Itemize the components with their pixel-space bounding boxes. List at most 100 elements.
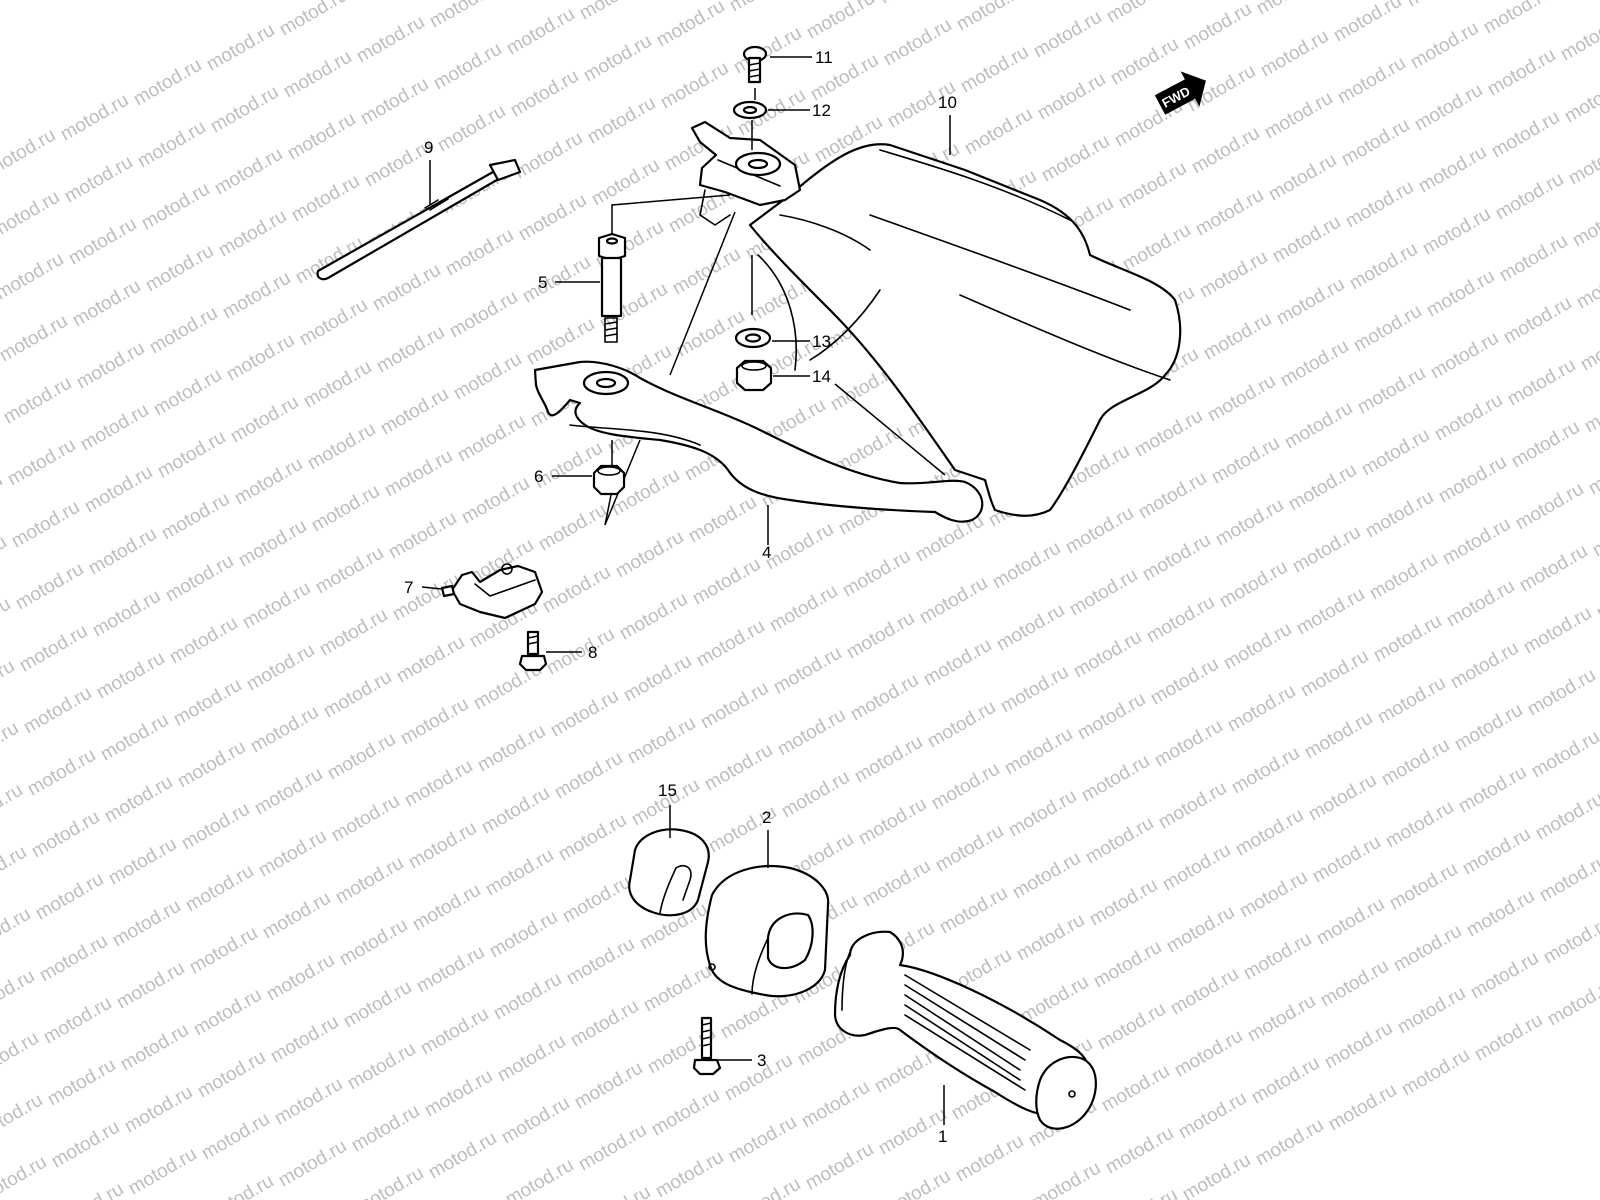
nut-14 bbox=[735, 359, 773, 392]
watermark-text: motod.ru bbox=[1139, 530, 1214, 586]
watermark-text: motod.ru bbox=[1528, 727, 1600, 783]
watermark-text: motod.ru bbox=[1431, 390, 1506, 446]
watermark-text: motod.ru bbox=[1175, 1088, 1250, 1144]
watermark-text: motod.ru bbox=[57, 90, 132, 146]
watermark-text: motod.ru bbox=[770, 643, 845, 699]
watermark-text: motod.ru bbox=[515, 190, 590, 246]
watermark-text: motod.ru bbox=[924, 697, 999, 753]
watermark-text: motod.ru bbox=[198, 1109, 273, 1165]
watermark-text: motod.ru bbox=[1086, 875, 1161, 931]
watermark-text: motod.ru bbox=[1500, 293, 1575, 349]
watermark-text: motod.ru bbox=[413, 942, 488, 998]
watermark-text: motod.ru bbox=[989, 538, 1064, 594]
watermark-text: motod.ru bbox=[1423, 266, 1498, 322]
watermark-text: motod.ru bbox=[20, 683, 95, 739]
watermark-text: motod.ru bbox=[32, 869, 107, 925]
watermark-text: motod.ru bbox=[993, 600, 1068, 656]
watermark-text: motod.ru bbox=[454, 411, 529, 467]
watermark-text: motod.ru bbox=[1281, 398, 1356, 454]
watermark-text: motod.ru bbox=[332, 853, 407, 909]
watermark-text: motod.ru bbox=[1074, 689, 1149, 745]
watermark-text: motod.ru bbox=[1265, 150, 1340, 206]
watermark-text: motod.ru bbox=[450, 349, 525, 405]
watermark-text: motod.ru bbox=[401, 756, 476, 812]
watermark-text: motod.ru bbox=[93, 648, 168, 704]
watermark-text: motod.ru bbox=[1252, 1115, 1327, 1171]
watermark-text: motod.ru bbox=[44, 1055, 119, 1111]
watermark-text: motod.ru bbox=[1135, 468, 1210, 524]
watermark-text: motod.ru bbox=[1038, 131, 1113, 187]
watermark-text: motod.ru bbox=[880, 15, 955, 71]
watermark-text: motod.ru bbox=[1366, 549, 1441, 605]
watermark-text: motod.ru bbox=[4, 435, 79, 491]
watermark-text: motod.ru bbox=[612, 527, 687, 583]
watermark-text: motod.ru bbox=[1463, 886, 1538, 942]
watermark-text: motod.ru bbox=[1496, 231, 1571, 287]
watermark-text: motod.ru bbox=[377, 384, 452, 440]
watermark-text: motod.ru bbox=[478, 783, 553, 839]
watermark-text: motod.ru bbox=[1078, 751, 1153, 807]
watermark-text: motod.ru bbox=[1451, 700, 1526, 756]
watermark-text: motod.ru bbox=[1192, 185, 1267, 241]
watermark-text: motod.ru bbox=[1557, 10, 1600, 66]
watermark-text: motod.ru bbox=[1090, 937, 1165, 993]
watermark-text: motod.ru bbox=[48, 1117, 123, 1173]
watermark-text: motod.ru bbox=[1350, 301, 1425, 357]
watermark-text: motod.ru bbox=[1293, 584, 1368, 640]
hand-grip-1 bbox=[833, 930, 1097, 1130]
watermark-text: motod.ru bbox=[1407, 18, 1482, 74]
watermark-text: motod.ru bbox=[657, 58, 732, 114]
watermark-text: motod.ru bbox=[1585, 444, 1600, 500]
watermark-text: motod.ru bbox=[288, 171, 363, 227]
watermark-text: motod.ru bbox=[648, 1085, 723, 1141]
watermark-text: motod.ru bbox=[1398, 1045, 1473, 1101]
watermark-text: motod.ru bbox=[1512, 479, 1587, 535]
watermark-text: motod.ru bbox=[502, 1155, 577, 1200]
watermark-text: motod.ru bbox=[40, 993, 115, 1049]
watermark-text: motod.ru bbox=[879, 1166, 954, 1200]
watermark-text: motod.ru bbox=[624, 713, 699, 769]
watermark-text: motod.ru bbox=[1411, 80, 1486, 136]
watermark-text: motod.ru bbox=[490, 969, 565, 1025]
watermark-text: motod.ru bbox=[1005, 786, 1080, 842]
watermark-text: motod.ru bbox=[920, 635, 995, 691]
watermark-text: motod.ru bbox=[1467, 948, 1542, 1004]
watermark-text: motod.ru bbox=[417, 1004, 492, 1060]
watermark-text: motod.ru bbox=[1094, 999, 1169, 1055]
watermark-text: motod.ru bbox=[1179, 1150, 1254, 1200]
watermark-text: motod.ru bbox=[1435, 452, 1510, 508]
watermark-text: motod.ru bbox=[65, 214, 140, 270]
watermark-text: motod.ru bbox=[563, 934, 638, 990]
watermark-text: motod.ru bbox=[138, 179, 213, 235]
watermark-text: motod.ru bbox=[259, 888, 334, 944]
watermark-text: motod.ru bbox=[1232, 805, 1307, 861]
watermark-text: motod.ru bbox=[1459, 824, 1534, 880]
watermark-text: motod.ru bbox=[101, 772, 176, 828]
watermark-text: motod.ru bbox=[1508, 417, 1583, 473]
watermark-text: motod.ru bbox=[936, 883, 1011, 939]
watermark-text: motod.ru bbox=[729, 1174, 804, 1200]
watermark-text: motod.ru bbox=[0, 904, 34, 960]
watermark-text: motod.ru bbox=[1180, 0, 1255, 54]
watermark-text: motod.ru bbox=[1427, 328, 1502, 384]
watermark-text: motod.ru bbox=[369, 260, 444, 316]
watermark-text: motod.ru bbox=[211, 144, 286, 200]
watermark-text: motod.ru bbox=[73, 338, 148, 394]
watermark-text: motod.ru bbox=[0, 1152, 50, 1200]
watermark-text: motod.ru bbox=[320, 667, 395, 723]
watermark-text: motod.ru bbox=[1589, 506, 1600, 562]
watermark-text: motod.ru bbox=[85, 524, 160, 580]
watermark-text: motod.ru bbox=[1536, 851, 1600, 907]
watermark-text: motod.ru bbox=[1013, 910, 1088, 966]
screw-3 bbox=[692, 1016, 722, 1076]
watermark-text: motod.ru bbox=[344, 1039, 419, 1095]
watermark-text: motod.ru bbox=[778, 767, 853, 823]
watermark-text: motod.ru bbox=[458, 473, 533, 529]
watermark-text: motod.ru bbox=[519, 252, 594, 308]
watermark-text: motod.ru bbox=[117, 1020, 192, 1076]
watermark-text: motod.ru bbox=[0, 470, 6, 526]
callout-13: 13 bbox=[812, 332, 831, 351]
washer-13 bbox=[734, 327, 772, 349]
